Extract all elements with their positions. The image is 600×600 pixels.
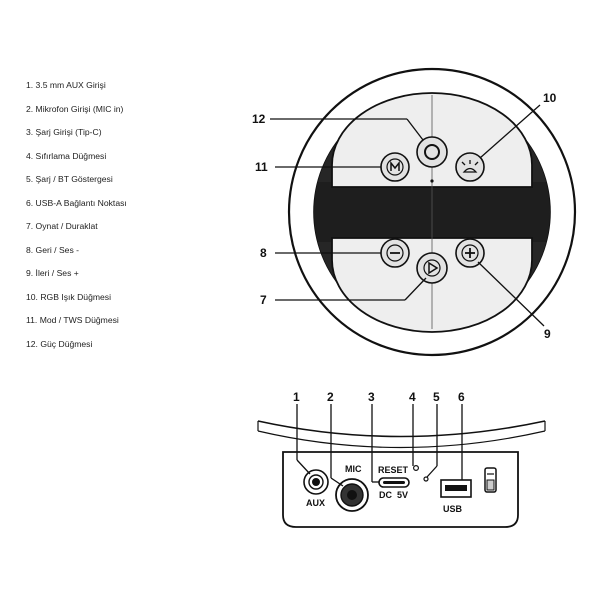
legend-item-3: 3. Şarj Girişi (Tip-C) xyxy=(26,127,102,137)
side-top-curve xyxy=(257,420,546,438)
legend-item-6: 6. USB-A Bağlantı Noktası xyxy=(26,197,127,208)
callout-6: 6 xyxy=(458,390,465,404)
mode-button[interactable] xyxy=(380,152,410,182)
legend-item-12: 12. Güç Düğmesi xyxy=(26,338,93,349)
play-icon xyxy=(428,261,439,275)
m-icon xyxy=(390,160,400,171)
legend-item-9: 9. İleri / Ses + xyxy=(26,268,79,278)
callout-2: 2 xyxy=(327,390,334,404)
legend-item-11: 11. Mod / TWS Düğmesi xyxy=(26,315,119,325)
legend-item-5: 5. Şarj / BT Göstergesi xyxy=(26,174,113,184)
legend-item-1: 1. 3.5 mm AUX Girişi xyxy=(26,80,106,90)
callout-1: 1 xyxy=(293,390,300,404)
usb-a-port[interactable] xyxy=(440,479,472,498)
legend-list: 1. 3.5 mm AUX Girişi 2. Mikrofon Girişi … xyxy=(26,80,256,362)
callout-9: 9 xyxy=(544,327,551,341)
reset-button[interactable] xyxy=(413,465,420,472)
power-button[interactable] xyxy=(416,136,448,168)
legend-item-4: 4. Sıfırlama Düğmesi xyxy=(26,150,107,161)
aux-port[interactable] xyxy=(303,469,329,495)
outer-ring xyxy=(287,67,577,357)
callout-11: 11 xyxy=(255,160,268,174)
indicator-dot xyxy=(430,179,434,183)
callout-3: 3 xyxy=(368,390,375,404)
legend-item-7: 7. Oynat / Duraklat xyxy=(26,221,98,231)
charge-bt-indicator xyxy=(423,476,429,482)
dc-label: DC xyxy=(379,490,392,500)
callout-4: 4 xyxy=(409,390,416,404)
legend-item-2: 2. Mikrofon Girişi (MIC in) xyxy=(26,103,124,114)
plus-icon xyxy=(465,248,475,258)
plus-button[interactable] xyxy=(455,238,485,268)
usb-c-port[interactable] xyxy=(378,477,410,488)
play-pause-button[interactable] xyxy=(416,252,448,284)
top-callout-lines xyxy=(270,104,545,327)
aux-label: AUX xyxy=(306,498,325,508)
mic-label: MIC xyxy=(345,464,362,474)
legend-item-10: 10. RGB Işık Düğmesi xyxy=(26,291,112,302)
rgb-light-button[interactable] xyxy=(455,152,485,182)
side-switch[interactable] xyxy=(484,467,497,493)
callout-10: 10 xyxy=(543,91,557,105)
callout-12: 12 xyxy=(252,112,266,126)
minus-button[interactable] xyxy=(380,238,410,268)
reset-label: RESET xyxy=(378,465,409,475)
light-icon xyxy=(461,160,479,173)
side-callout-lines xyxy=(296,404,463,487)
legend-item-8: 8. Geri / Ses - xyxy=(26,244,80,255)
power-icon xyxy=(424,144,440,160)
mic-port[interactable] xyxy=(335,478,369,512)
usb-label: USB xyxy=(443,504,463,514)
callout-7: 7 xyxy=(260,293,267,307)
callout-8: 8 xyxy=(260,246,267,260)
5v-label: 5V xyxy=(397,490,408,500)
callout-5: 5 xyxy=(433,390,440,404)
